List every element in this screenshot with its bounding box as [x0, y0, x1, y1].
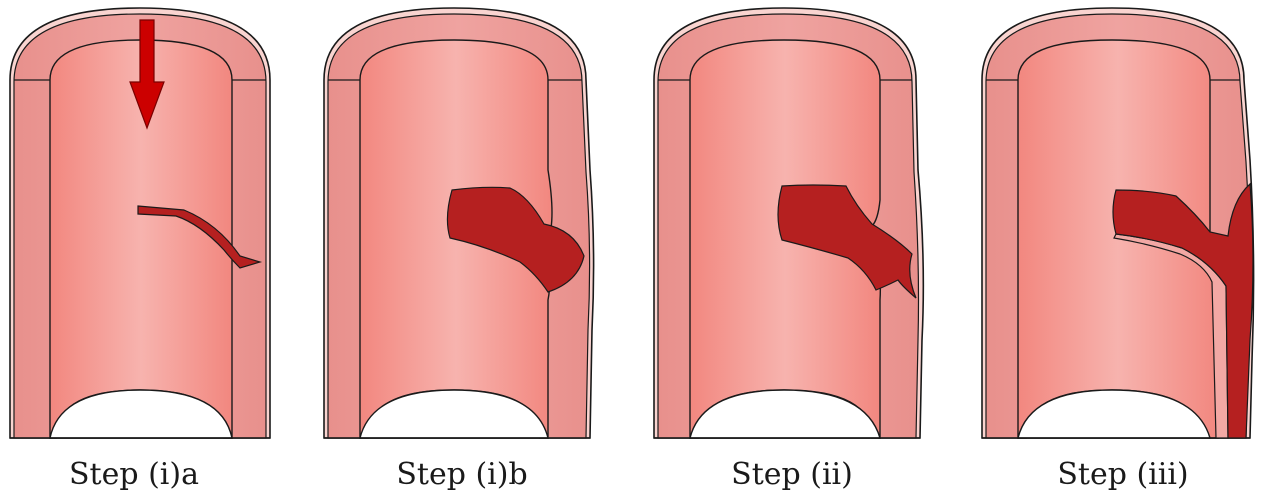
panel-step-i-a [10, 8, 270, 438]
panel-step-i-b [324, 8, 594, 438]
step-label: Step (iii) [1057, 457, 1188, 492]
panel-step-ii [654, 8, 923, 438]
step-label: Step (i)a [69, 457, 199, 492]
step-label: Step (ii) [731, 457, 853, 492]
step-label: Step (i)b [396, 457, 527, 492]
panel-step-iii [982, 8, 1254, 438]
